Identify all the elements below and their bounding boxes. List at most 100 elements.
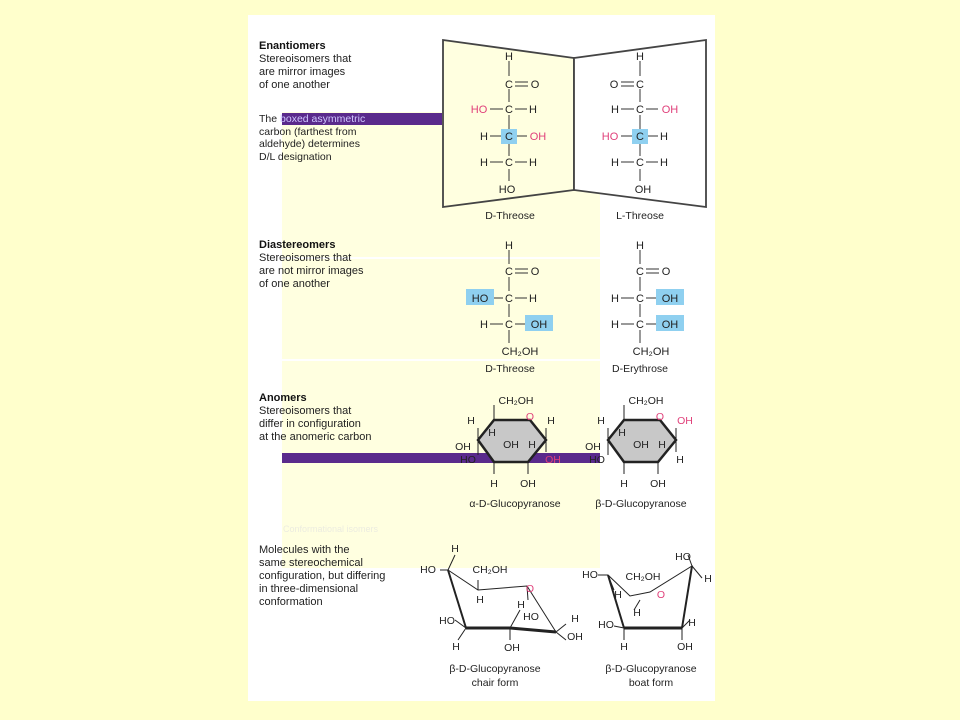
divider-2 [282,359,600,361]
atom-label: C [636,319,644,331]
atom-label: HO [472,293,489,305]
atom-label: H [529,293,537,305]
l-threose-label: L-Threose [616,210,664,222]
atom-label: H [480,319,488,331]
diastereomers-heading: Diastereomers [259,239,336,251]
ring-oxygen-label: O [526,583,534,595]
atom-label: H [476,594,484,606]
atom-label: OH [567,631,583,643]
atom-label: OH [520,478,536,490]
atom-label: C [636,104,644,116]
atom-label: H [611,104,619,116]
atom-label: HO [598,619,614,631]
anomers-text: Anomers Stereoisomers that differ in con… [259,392,372,444]
ring-oxygen-label: O [657,589,665,601]
alpha-glucopyranose-labels: CH₂OH O H H H OH OH H HO OH H OH [455,395,561,490]
ring-oxygen-label: O [656,411,664,423]
alpha-glucopyranose-label: α-D-Glucopyranose [469,498,561,510]
atom-label: H [480,157,488,169]
dl-note: The boxed asymmetric carbon (farthest fr… [259,113,365,163]
atom-label: H [658,439,666,451]
atom-label: H [611,319,619,331]
highlight-bar-anomer [282,453,600,463]
atom-label: O [662,266,671,278]
dl-note-line: carbon (farthest from [259,125,357,138]
atom-label: H [505,51,513,63]
conformers-line: in three-dimensional [259,583,359,595]
d-threose-fischer [490,61,528,181]
atom-label: C [636,157,644,169]
pink-group-label: HO [471,104,488,116]
enantiomers-line: of one another [259,79,330,91]
atom-label: OH [662,319,679,331]
atom-label: H [614,589,622,601]
chair-form-label-line: β-D-Glucopyranose [449,663,541,675]
atom-label: C [636,79,644,91]
atom-label: H [660,131,668,143]
atom-label: O [531,79,540,91]
atom-label: HO [589,454,605,466]
atom-label: CH₂OH [633,346,670,358]
blue-box [525,315,553,331]
atom-label: H [611,293,619,305]
atom-label: O [610,79,619,91]
conformers-text: Molecules with the same stereochemical c… [259,544,385,609]
atom-label: H [633,607,641,619]
d-erythrose-label: D-Erythrose [611,363,668,375]
atom-label: HO [460,454,476,466]
atom-label: H [620,641,628,653]
enantiomers-line: are mirror images [259,66,346,78]
atom-label: OH [662,293,679,305]
conformers-line: Molecules with the [259,544,350,556]
atom-label: OH [503,439,519,451]
atom-label: HO [420,564,436,576]
conformers-line: conformation [259,596,323,608]
atom-label: C [505,157,513,169]
atom-label: HO [523,611,539,623]
atom-label: H [636,240,644,252]
l-threose-boxed-carbon [632,129,648,144]
beta-glucopyranose-labels: CH₂OH O H H OH OH OH H HO H H OH [585,395,693,490]
conformer-heading: Conformational isomers [283,524,379,534]
atom-label: H [547,415,555,427]
atom-label: H [676,454,684,466]
diastereomers-line: Stereoisomers that [259,252,352,264]
l-threose-labels: H O C H C OH HO C H H C H OH [602,51,679,196]
anomers-line: differ in configuration [259,418,361,430]
diastereomers-text: Diastereomers Stereoisomers that are not… [259,239,364,291]
atom-label: CH₂OH [626,571,661,583]
atom-label: H [660,157,668,169]
atom-label: C [505,79,513,91]
beta-glucopyranose-label: β-D-Glucopyranose [595,498,687,510]
dl-note-line: aldehyde) determines [259,138,360,150]
boat-form [598,554,703,640]
atom-label: H [704,573,712,585]
anomers-heading: Anomers [259,392,307,404]
atom-label: C [505,293,513,305]
atom-label: H [618,427,626,439]
atom-label: CH₂OH [629,395,664,407]
atom-label: C [505,319,513,331]
pink-group-label: HO [602,131,619,143]
atom-label: H [529,104,537,116]
conformers-line: configuration, but differing [259,570,386,582]
atom-label: OH [504,642,520,654]
atom-label: CH₂OH [502,346,539,358]
atom-label: H [597,415,605,427]
l-threose-fischer [621,61,658,181]
d-erythrose [621,250,659,343]
atom-label: OH [531,319,548,331]
divider-1 [282,257,600,259]
boat-form-labels: HO HO CH₂OH O H H H HO H H OH [582,551,712,653]
chair-form-labels: H HO CH₂OH O H H HO HO OH H H OH [420,543,583,654]
atom-label: H [620,478,628,490]
ring-oxygen-label: O [526,411,534,423]
anomers-line: at the anomeric carbon [259,431,372,443]
d-threose-diastereomer-label: D-Threose [485,363,535,375]
pink-group-label: OH [530,131,547,143]
atom-label: H [451,543,459,555]
diastereomers-line: are not mirror images [259,265,364,277]
pink-group-label: OH [545,454,561,466]
atom-label: HO [582,569,598,581]
